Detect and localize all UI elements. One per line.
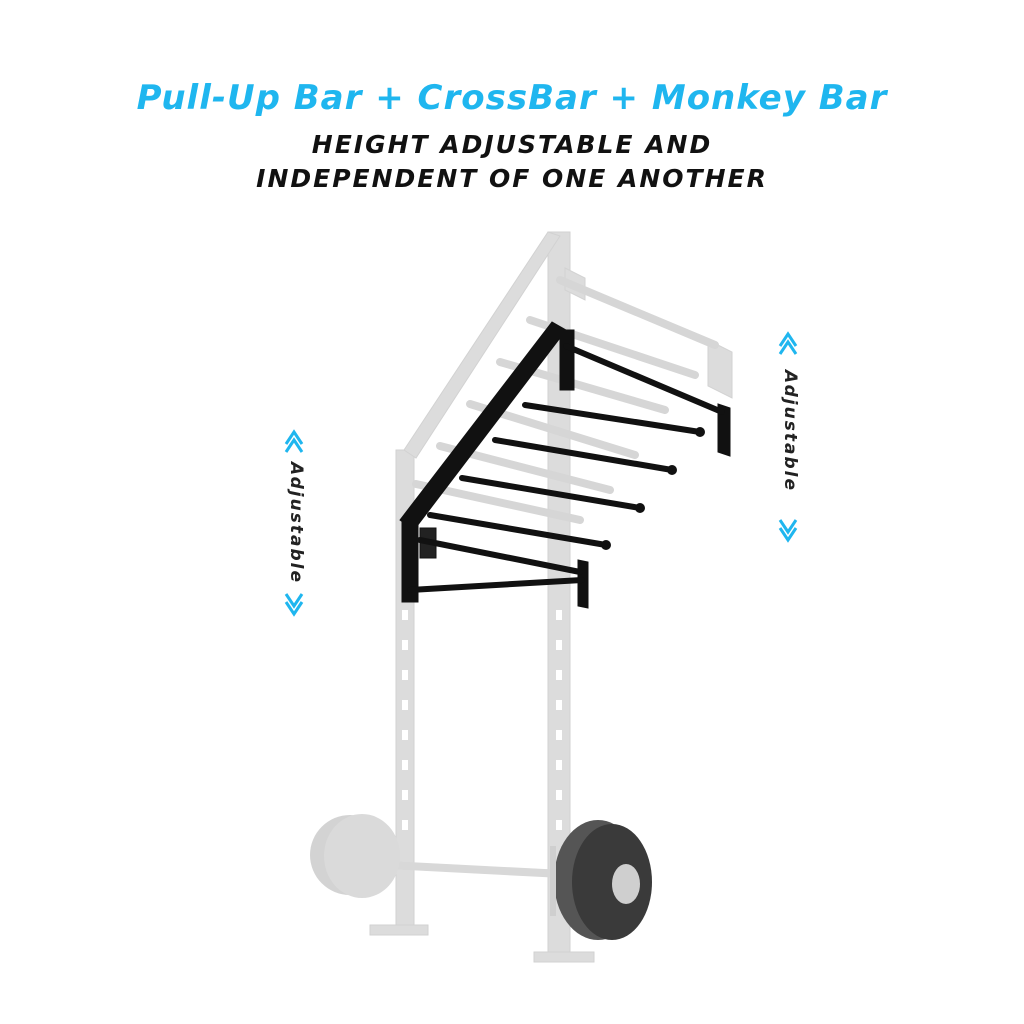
rung-end-caps — [601, 427, 705, 550]
adjustable-label-left: Adjustable — [286, 462, 306, 584]
double-chevron-down-icon — [778, 519, 798, 543]
barbell — [310, 814, 652, 940]
monkey-bar-rungs — [407, 343, 725, 593]
subtitle-line-1: HEIGHT ADJUSTABLE AND — [311, 130, 713, 159]
upright-holes — [402, 610, 562, 830]
double-chevron-up-icon — [284, 429, 304, 453]
page-title: Pull-Up Bar + CrossBar + Monkey Bar — [136, 78, 888, 118]
adjustable-label-right: Adjustable — [780, 370, 800, 492]
subtitle: HEIGHT ADJUSTABLE AND INDEPENDENT OF ONE… — [0, 128, 1024, 196]
double-chevron-up-icon — [778, 331, 798, 355]
subtitle-line-2: INDEPENDENT OF ONE ANOTHER — [256, 164, 768, 193]
double-chevron-down-icon — [284, 593, 304, 617]
